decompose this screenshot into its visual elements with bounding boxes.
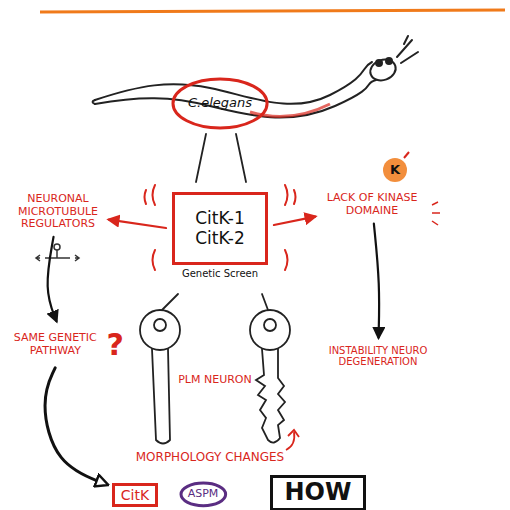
flow-arrow <box>48 237 57 321</box>
annotation: MORPHOLOGY CHANGES <box>120 451 300 465</box>
node-text: LACK OF KINASE DOMAINE <box>322 192 422 217</box>
kinase-icon <box>383 158 407 182</box>
node-subtext: Genetic Screen <box>182 268 258 280</box>
node-text: ASPM <box>188 488 219 501</box>
node-text: HOW <box>285 479 352 507</box>
text-node: INSTABILITY NEURO DEGENERATION <box>325 343 431 370</box>
node-text: SAME GENETIC PATHWAY <box>8 332 103 357</box>
kinase-strike <box>404 152 409 158</box>
plm-neurons <box>140 134 290 444</box>
annotation: PLM NEURON <box>175 374 255 387</box>
morphology-arrowhead <box>288 430 299 437</box>
worm <box>93 36 419 118</box>
text-node: LACK OF KINASE DOMAINE <box>320 190 424 219</box>
text-node: HOW <box>270 475 367 510</box>
flow-arrow <box>109 220 166 228</box>
ellipse-node: C.elegans <box>172 78 268 129</box>
ellipse-node: ASPM <box>180 482 227 507</box>
top-rule <box>40 10 505 12</box>
text-node: NEURONAL MICROTUBULE REGULATORS <box>12 191 104 233</box>
node-text: CitK <box>121 487 149 503</box>
sparkle <box>432 202 440 225</box>
regulator-icon <box>36 244 79 261</box>
flow-arrow <box>45 368 107 485</box>
text-node: CitK-1 CitK-2Genetic Screen <box>170 190 270 282</box>
icon-letter: K <box>385 163 405 178</box>
vibration-marks <box>145 185 296 270</box>
node-text: INSTABILITY NEURO DEGENERATION <box>327 345 429 368</box>
node-text: NEURONAL MICROTUBULE REGULATORS <box>14 193 102 231</box>
flow-arrow <box>274 217 315 225</box>
node-subtext: ? <box>103 328 124 363</box>
text-node: CitK <box>112 483 158 507</box>
flow-arrow <box>374 224 379 338</box>
node-text: C.elegans <box>188 96 252 111</box>
node-text: CitK-1 CitK-2 <box>172 192 268 265</box>
text-node: SAME GENETIC PATHWAY? <box>6 326 126 365</box>
